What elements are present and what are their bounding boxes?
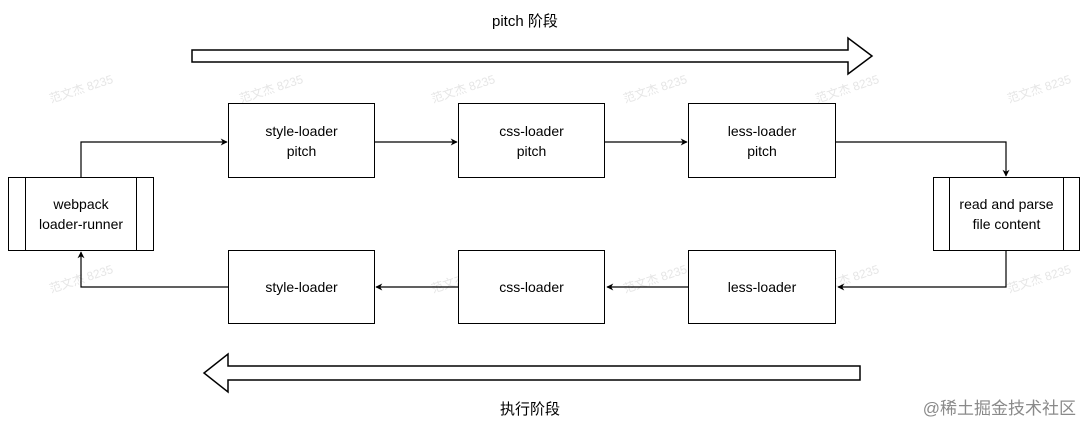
node-read-and-parse: read and parse file content bbox=[933, 177, 1080, 251]
node-style-loader: style-loader bbox=[228, 250, 375, 324]
pitch-phase-label: pitch 阶段 bbox=[492, 13, 558, 30]
node-label-line: style-loader bbox=[265, 122, 338, 139]
node-label-line: style-loader bbox=[265, 279, 338, 295]
site-watermark: @稀土掘金技术社区 bbox=[922, 399, 1076, 418]
node-less-loader-pitch: less-loader pitch bbox=[688, 103, 836, 178]
node-label-line: less-loader bbox=[727, 279, 797, 295]
node-label-line: pitch bbox=[286, 142, 317, 159]
connector-style-to-runner bbox=[77, 251, 228, 288]
node-label-line: webpack bbox=[53, 196, 109, 212]
execution-phase-label: 执行阶段 bbox=[500, 401, 561, 418]
node-label-line: less-loader bbox=[727, 122, 797, 139]
connector-runner-to-style-pitch bbox=[80, 138, 228, 177]
connector-less-pitch-to-read bbox=[836, 141, 1010, 177]
node-label-line: pitch bbox=[516, 142, 547, 159]
pitch-phase-arrow bbox=[191, 36, 874, 76]
node-css-loader: css-loader bbox=[458, 250, 605, 324]
execution-phase-arrow bbox=[202, 352, 861, 394]
node-less-loader: less-loader bbox=[688, 250, 836, 324]
connector-read-to-less bbox=[837, 251, 1007, 291]
node-label-line: css-loader bbox=[499, 279, 564, 295]
node-webpack-loader-runner: webpack loader-runner bbox=[8, 177, 154, 251]
node-css-loader-pitch: css-loader pitch bbox=[458, 103, 605, 178]
node-label-line: pitch bbox=[747, 142, 777, 159]
node-label-line: file content bbox=[972, 216, 1041, 232]
node-label-line: css-loader bbox=[499, 122, 564, 139]
node-label-line: loader-runner bbox=[38, 216, 124, 232]
node-label-line: read and parse bbox=[959, 196, 1054, 212]
node-style-loader-pitch: style-loader pitch bbox=[228, 103, 375, 178]
